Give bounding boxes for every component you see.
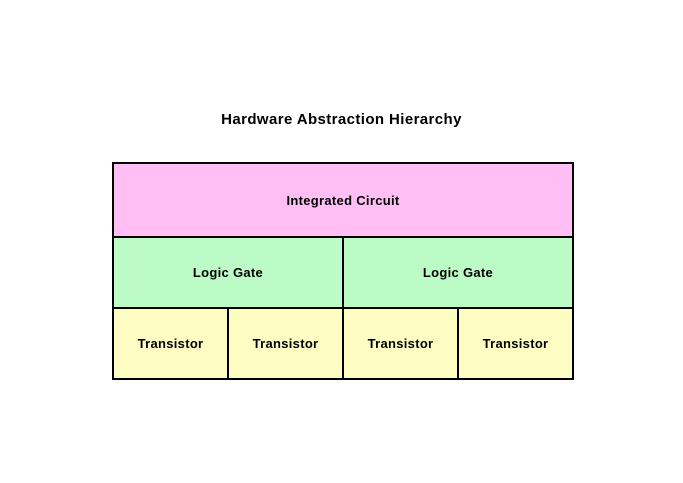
block-logic-gate-2: Logic Gate (344, 238, 572, 307)
block-transistor-3: Transistor (344, 309, 457, 378)
block-transistor-4: Transistor (459, 309, 572, 378)
block-transistor-1: Transistor (114, 309, 227, 378)
block-transistor-2: Transistor (229, 309, 342, 378)
diagram-title: Hardware Abstraction Hierarchy (221, 111, 462, 128)
block-integrated-circuit: Integrated Circuit (114, 164, 572, 236)
hardware-hierarchy-diagram: Integrated Circuit Logic Gate Logic Gate… (112, 162, 574, 380)
block-logic-gate-1: Logic Gate (114, 238, 342, 307)
